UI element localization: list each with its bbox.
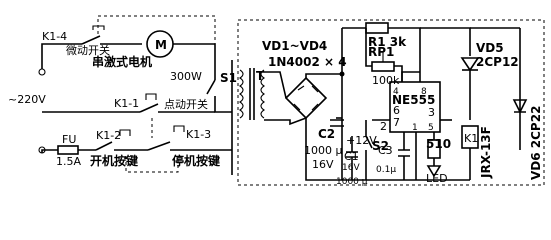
wire-rp1-left: [365, 28, 372, 67]
transformer-secondary-coil: [260, 69, 265, 119]
pin6-label: 6: [393, 104, 400, 117]
r510-label: 510: [426, 137, 451, 151]
s1-label: S1: [220, 71, 237, 85]
pin7-label: 7: [393, 116, 400, 129]
pin3-label: 3: [428, 106, 435, 119]
control-board-outline: [237, 19, 545, 186]
wire-to-fuse: [41, 149, 58, 153]
k1-3-contact: [147, 141, 171, 151]
vd5-type-label: 2CP12: [476, 55, 519, 69]
c3-label: C3: [378, 144, 393, 157]
mech-link-top: [97, 15, 216, 74]
wire-relay-top: [420, 27, 471, 56]
c1-value-label: 1000 μ: [336, 177, 368, 187]
relay-type-label: JRX-13F: [479, 126, 493, 179]
k1-4-contact: [81, 35, 101, 45]
ne555-label: NE555: [392, 93, 435, 107]
vd6-label: VD6 2CP22: [529, 106, 543, 180]
c1-label: C1: [344, 150, 359, 163]
k1-2-actuator: [119, 129, 131, 136]
rp1-potentiometer: [371, 61, 395, 72]
transformer-primary-coil: [239, 69, 244, 119]
led-symbol: [426, 165, 442, 178]
micro-switch-label: 微动开关: [66, 43, 110, 57]
k1-3-actuator: [173, 125, 185, 132]
vd6-diode: [512, 99, 528, 114]
mains-voltage-label: ~220V: [8, 93, 46, 106]
bridge-diamond: [284, 76, 328, 120]
rp1-label: RP1: [368, 45, 394, 59]
wire-rp1-pin: [394, 65, 403, 82]
r1-resistor: [365, 22, 389, 34]
s2-label: S2: [372, 139, 389, 153]
c2-value-label: 1000 μ: [304, 144, 343, 157]
wire-sec-top: [264, 71, 287, 99]
c3-value-label: 0.1μ: [376, 165, 396, 175]
ne555-ic: NE555 4 8 6 7 2 3 1 5: [372, 58, 452, 180]
pin4-label: 4: [393, 87, 399, 97]
k1-4-label: K1-4: [42, 30, 67, 43]
fuse-rating-label: 1.5A: [56, 155, 81, 168]
supply-section: +12V C2 1000 μ 16V C1 16V 1000 μ S2: [304, 28, 470, 187]
relay-coil-label: K1: [464, 132, 478, 145]
series-motor-label: 串激式电机: [92, 54, 152, 69]
stop-button-label: 停机按键: [172, 153, 220, 168]
motor-power-label: 300W: [170, 70, 202, 83]
transformer-label: T: [256, 69, 265, 83]
s1-switch: [206, 79, 216, 95]
bridge-rectifier: VD1~VD4 1N4002 × 4: [262, 39, 347, 181]
pin1-label: 1: [412, 123, 418, 133]
k1-2-contact: [95, 141, 113, 151]
mains-section: ~220V K1-4 微动开关 M 串激式电机 300W S1 K1-1 点动开…: [8, 15, 237, 173]
s2-switch: [365, 120, 373, 180]
motor-symbol-letter: M: [155, 38, 167, 52]
pin8-label: 8: [421, 87, 427, 97]
k1-2-label: K1-2: [96, 129, 121, 142]
k1-1-label: K1-1: [114, 97, 139, 110]
wire-pin4: [401, 71, 420, 82]
fuse-label: FU: [62, 133, 76, 146]
tap-switch-label: 点动开关: [164, 97, 208, 111]
wire-top-left: [41, 43, 82, 69]
diode-type-label: 1N4002 × 4: [268, 55, 347, 69]
c3-symbol: [398, 132, 410, 180]
led-label: LED: [426, 172, 448, 185]
c1-voltage-label: 16V: [342, 163, 360, 173]
wire-sec-bottom: [264, 117, 307, 126]
pin2-label: 2: [380, 120, 387, 133]
transformer: T: [231, 60, 265, 175]
pin5-label: 5: [428, 123, 434, 133]
ne555-body: [389, 81, 441, 133]
vd5-diode: [460, 57, 480, 72]
k1-1-contact: [139, 103, 159, 113]
bridge-label: VD1~VD4: [262, 39, 327, 53]
k1-3-label: K1-3: [186, 128, 211, 141]
bridge-diodes: [293, 85, 319, 111]
mains-terminal-top: [38, 68, 46, 76]
start-button-label: 开机按键: [90, 153, 138, 168]
mech-link-bottom: [125, 156, 179, 173]
output-stage: C3 0.1μ 510 LED: [376, 132, 451, 185]
c2-voltage-label: 16V: [312, 158, 334, 171]
fuse-symbol: [57, 145, 79, 155]
r1-label: R1 3k: [368, 35, 407, 49]
rp1-value-label: 100k: [372, 74, 400, 87]
wire-bridge-minus: [305, 118, 342, 181]
vd5-label: VD5: [476, 41, 504, 55]
timing-network: R1 3k RP1 100k: [342, 22, 421, 87]
circuit-diagram: ~220V K1-4 微动开关 M 串激式电机 300W S1 K1-1 点动开…: [8, 15, 545, 187]
c1-symbol: [346, 136, 358, 180]
wire-bridge-plus: [305, 73, 342, 78]
k1-1-actuator: [145, 93, 157, 100]
junction-plus: [339, 71, 345, 77]
c2-plates: [330, 119, 344, 127]
wire-s1-down: [214, 96, 232, 113]
relay-section: VD5 2CP12 K1 JRX-13F VD6 2CP22: [420, 27, 543, 180]
c2-label: C2: [318, 127, 335, 141]
